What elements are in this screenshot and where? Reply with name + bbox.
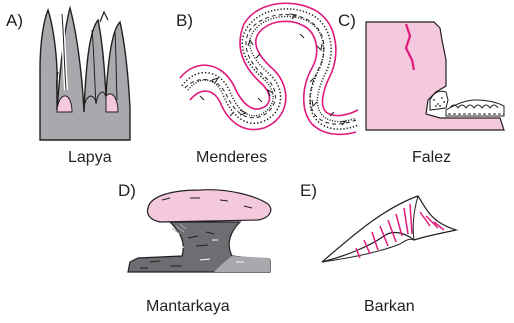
panel-c-caption: Falez — [412, 149, 451, 166]
panel-b-letter: B) — [176, 11, 193, 30]
panel-d-mantarkaya: D) Mantarkaya — [118, 181, 271, 315]
lapya-illustration — [40, 8, 130, 140]
panel-c-falez: C) Falez — [338, 11, 504, 166]
menderes-illustration — [180, 3, 358, 134]
panel-c-letter: C) — [338, 11, 356, 30]
panel-e-letter: E) — [300, 181, 317, 200]
panel-d-caption: Mantarkaya — [146, 298, 230, 315]
mantarkaya-illustration — [128, 190, 271, 272]
barkan-illustration — [322, 196, 456, 262]
panel-d-letter: D) — [118, 181, 136, 200]
panel-b-caption: Menderes — [196, 149, 267, 166]
panel-a-lapya: A) Lapya — [6, 8, 130, 166]
falez-illustration — [366, 22, 504, 130]
panel-e-barkan: E) Barkan — [300, 181, 456, 315]
panel-b-menderes: B) Menderes — [176, 3, 358, 166]
panel-a-caption: Lapya — [68, 149, 112, 166]
panel-a-letter: A) — [6, 11, 23, 30]
panel-e-caption: Barkan — [364, 298, 415, 315]
